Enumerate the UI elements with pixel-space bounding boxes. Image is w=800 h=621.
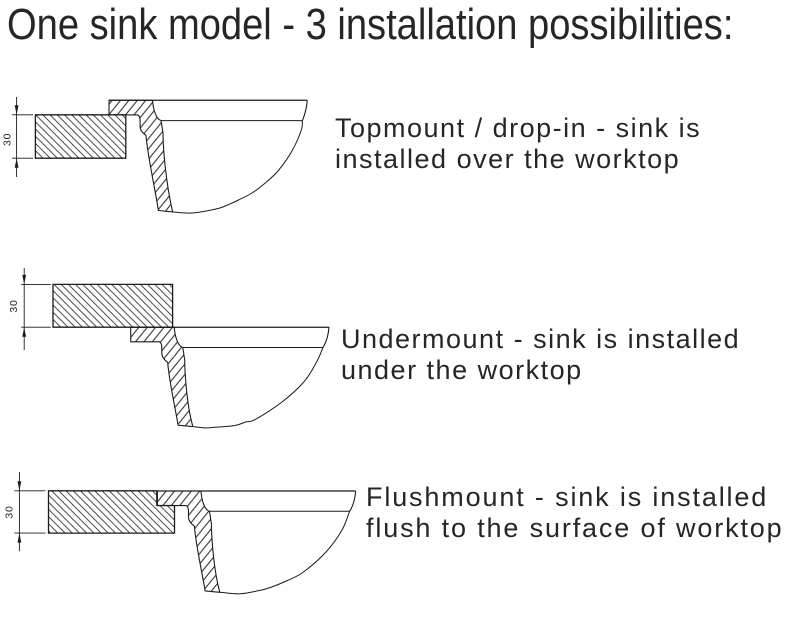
svg-text:30: 30 — [4, 505, 16, 518]
svg-text:30: 30 — [8, 299, 20, 312]
svg-text:30: 30 — [2, 133, 14, 146]
